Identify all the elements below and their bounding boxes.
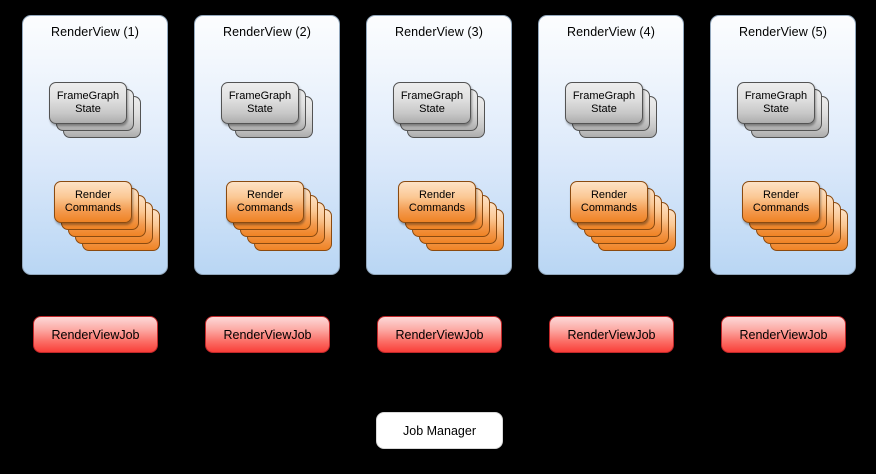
framegraph-state-stack: FrameGraph State (221, 82, 313, 138)
render-view-title: RenderView (4) (566, 25, 655, 39)
job-manager-box[interactable]: Job Manager (376, 412, 503, 449)
framegraph-state-stack: FrameGraph State (737, 82, 829, 138)
render-commands-card: Render Commands (54, 181, 132, 223)
render-view-job-label: RenderViewJob (223, 327, 312, 342)
render-commands-card: Render Commands (226, 181, 304, 223)
card-label: FrameGraph State (228, 90, 292, 115)
card-label: Render Commands (408, 189, 466, 214)
framegraph-state-card: FrameGraph State (393, 82, 471, 124)
render-view-title: RenderView (1) (50, 25, 139, 39)
render-commands-stack: Render Commands (742, 181, 848, 251)
render-commands-card: Render Commands (570, 181, 648, 223)
render-view-job-label: RenderViewJob (51, 327, 140, 342)
card-label: FrameGraph State (400, 90, 464, 115)
render-view-job-button-5[interactable]: RenderViewJob (721, 316, 846, 353)
render-commands-card: Render Commands (398, 181, 476, 223)
render-view-job-label: RenderViewJob (739, 327, 828, 342)
card-label: Render Commands (236, 189, 294, 214)
card-label: FrameGraph State (56, 90, 120, 115)
card-label: FrameGraph State (572, 90, 636, 115)
framegraph-state-stack: FrameGraph State (565, 82, 657, 138)
framegraph-state-card: FrameGraph State (49, 82, 127, 124)
render-view-title: RenderView (5) (738, 25, 827, 39)
render-commands-stack: Render Commands (398, 181, 504, 251)
render-commands-stack: Render Commands (54, 181, 160, 251)
render-view-job-button-2[interactable]: RenderViewJob (205, 316, 330, 353)
render-view-job-button-3[interactable]: RenderViewJob (377, 316, 502, 353)
card-label: Render Commands (580, 189, 638, 214)
render-commands-stack: Render Commands (570, 181, 676, 251)
card-label: Render Commands (64, 189, 122, 214)
render-view-job-label: RenderViewJob (395, 327, 484, 342)
framegraph-state-card: FrameGraph State (737, 82, 815, 124)
render-commands-stack: Render Commands (226, 181, 332, 251)
render-view-job-button-1[interactable]: RenderViewJob (33, 316, 158, 353)
framegraph-state-card: FrameGraph State (221, 82, 299, 124)
card-label: FrameGraph State (744, 90, 808, 115)
card-label: Render Commands (752, 189, 810, 214)
render-view-job-label: RenderViewJob (567, 327, 656, 342)
framegraph-state-card: FrameGraph State (565, 82, 643, 124)
framegraph-state-stack: FrameGraph State (49, 82, 141, 138)
render-view-title: RenderView (2) (222, 25, 311, 39)
render-view-job-button-4[interactable]: RenderViewJob (549, 316, 674, 353)
job-manager-label: Job Manager (403, 423, 476, 438)
render-view-title: RenderView (3) (394, 25, 483, 39)
render-commands-card: Render Commands (742, 181, 820, 223)
framegraph-state-stack: FrameGraph State (393, 82, 485, 138)
